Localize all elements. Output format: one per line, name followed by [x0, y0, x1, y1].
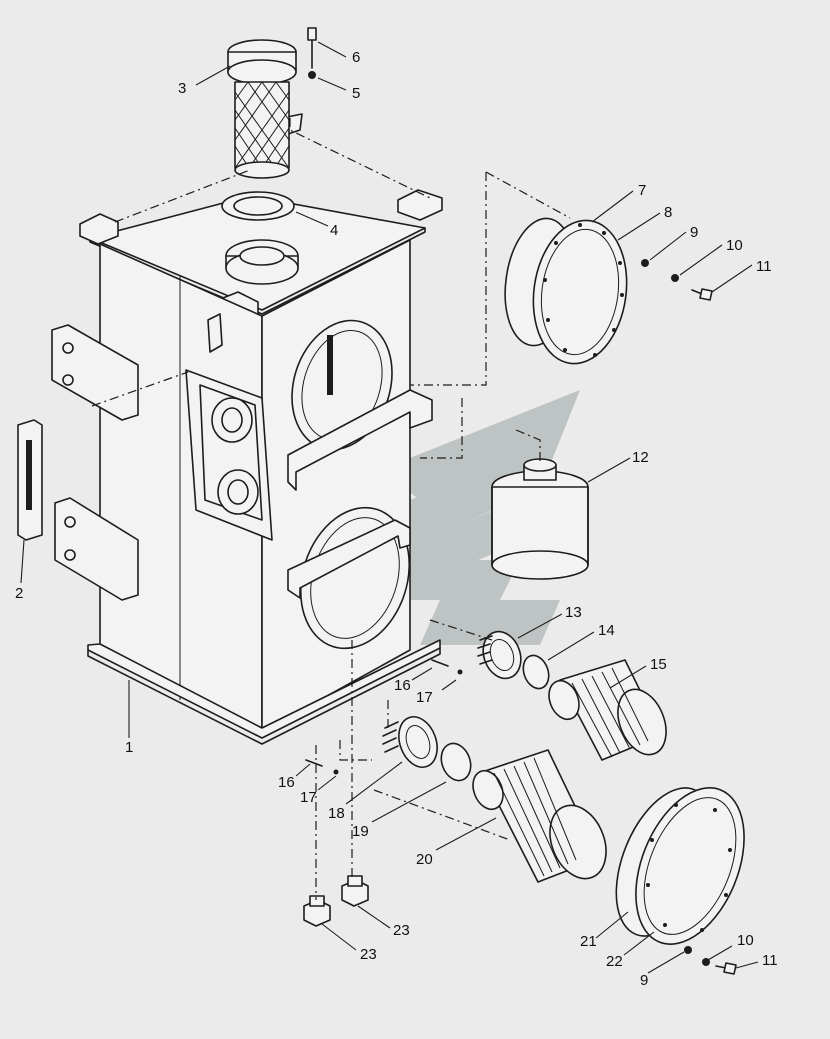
lockwasher-upper — [671, 274, 679, 282]
lower-strainer-element — [472, 749, 607, 883]
label-10-upper: 10 — [726, 237, 743, 254]
label-6: 6 — [352, 49, 360, 66]
label-1: 1 — [125, 739, 133, 756]
label-18: 18 — [328, 805, 345, 822]
label-9-upper: 9 — [690, 224, 698, 241]
label-12: 12 — [632, 449, 649, 466]
label-11-lower: 11 — [762, 952, 778, 969]
label-16-left: 16 — [278, 774, 295, 791]
label-16-right: 16 — [394, 677, 411, 694]
label-8: 8 — [664, 204, 672, 221]
label-2: 2 — [15, 585, 23, 602]
drain-plug-left — [303, 895, 331, 927]
label-11-upper: 11 — [756, 258, 772, 275]
washer-upper — [641, 259, 649, 267]
label-5: 5 — [352, 85, 360, 102]
mounting-plate-lower — [54, 497, 139, 601]
leader-lines — [20, 41, 759, 974]
upper-strainer-element — [548, 659, 667, 761]
label-17-left: 17 — [300, 789, 317, 806]
lower-o-ring — [440, 742, 472, 782]
label-4: 4 — [330, 222, 338, 239]
small-pin-right — [431, 659, 463, 675]
upper-adapter — [477, 630, 522, 680]
label-14: 14 — [598, 622, 615, 639]
label-19: 19 — [352, 823, 369, 840]
upper-cover — [504, 217, 628, 365]
suction-port-plate — [185, 313, 273, 541]
bolt-upper — [691, 288, 713, 301]
small-pin-left — [305, 759, 339, 775]
bolt-lower — [715, 962, 737, 975]
filter-canister — [491, 458, 589, 580]
label-22: 22 — [606, 953, 623, 970]
sight-gauge — [17, 419, 43, 541]
assembly-lines — [91, 118, 571, 900]
filler-gasket — [221, 191, 299, 285]
label-10-lower: 10 — [737, 932, 754, 949]
cap-screw — [307, 27, 317, 79]
upper-o-ring — [522, 654, 550, 690]
label-23-left: 23 — [360, 946, 377, 963]
lower-bracket — [287, 519, 411, 599]
drain-plug-right — [341, 875, 369, 907]
callout-labels: 1 2 3 4 5 6 7 8 9 10 11 12 13 14 15 16 1… — [15, 49, 778, 989]
label-7: 7 — [638, 182, 646, 199]
lower-cover — [615, 787, 745, 945]
label-13: 13 — [565, 604, 582, 621]
washer-lower — [684, 946, 692, 954]
label-9-lower: 9 — [640, 972, 648, 989]
label-15: 15 — [650, 656, 667, 673]
label-23-right: 23 — [393, 922, 410, 939]
breather-cap — [227, 39, 297, 179]
lower-adapter — [382, 716, 438, 768]
label-20: 20 — [416, 851, 433, 868]
mounting-plate-upper — [51, 324, 139, 421]
upper-bracket — [287, 389, 433, 491]
label-17-right: 17 — [416, 689, 433, 706]
label-21: 21 — [580, 933, 597, 950]
label-3: 3 — [178, 80, 186, 97]
